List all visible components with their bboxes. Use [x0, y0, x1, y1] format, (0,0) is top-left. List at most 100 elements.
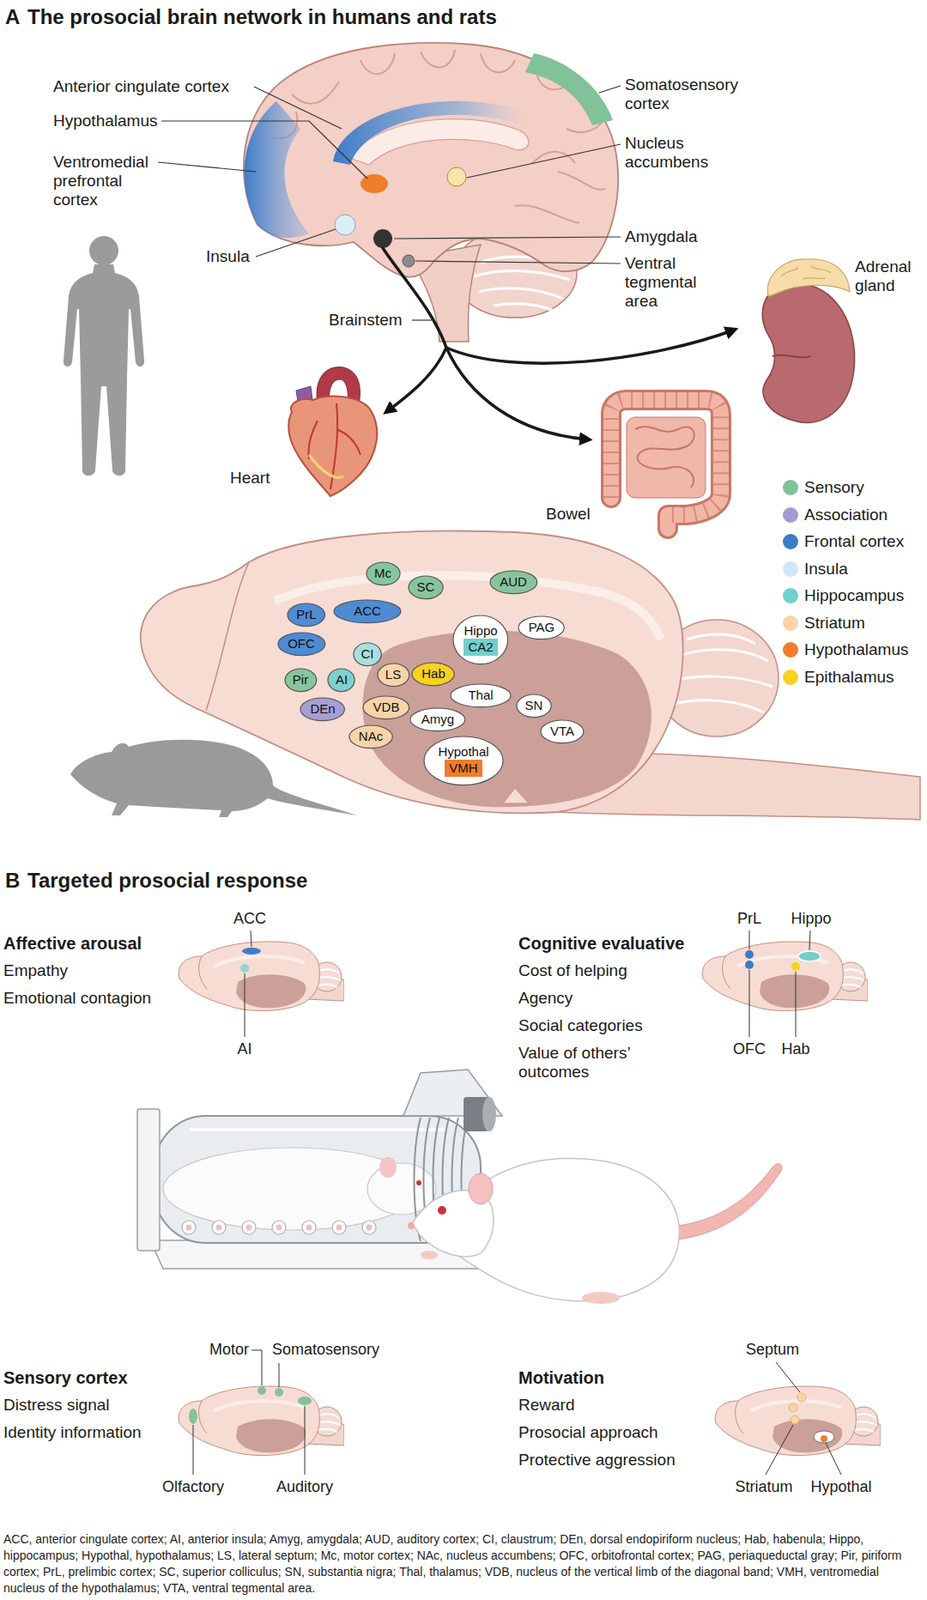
legend-row: Sensory: [782, 478, 865, 497]
region-abbrev: Mc: [374, 565, 392, 581]
rat-brain: [274, 575, 661, 640]
restrainer-illustration: [366, 1224, 373, 1231]
region-outline: [327, 668, 355, 692]
bowel-drawing: [611, 399, 721, 529]
brain-region: DEn: [299, 696, 346, 722]
human-brain: [243, 42, 618, 342]
brain-region: VTA: [539, 719, 585, 745]
legend-text: Association: [804, 505, 888, 525]
restrainer-illustration: [181, 1220, 196, 1235]
mini-brain-sensory: [297, 1396, 312, 1406]
text-label: ACC: [233, 909, 267, 928]
region-outline: [366, 562, 400, 586]
restrainer-illustration: [216, 1224, 223, 1231]
region-outline: [540, 720, 584, 744]
region-outline: [353, 642, 382, 667]
region-outline: [518, 616, 564, 640]
text-label: Olfactory: [162, 1478, 225, 1497]
region-outline: [490, 570, 538, 594]
mini-brain-cognitive: [749, 930, 811, 1037]
mini-brain-motivation: [714, 1386, 881, 1456]
bowel-drawing: [635, 426, 695, 488]
brain-region: PAG: [517, 615, 565, 641]
leader-line: [415, 260, 621, 264]
brain-region: Mc: [365, 561, 401, 587]
mini-brain-cognitive: [791, 962, 800, 971]
region-outline: [333, 599, 401, 624]
restrainer-illustration: [437, 1205, 447, 1215]
brain-region: CI: [352, 642, 382, 667]
kidney-adrenal-drawing: [781, 266, 831, 279]
legend-row: Striatum: [782, 613, 866, 633]
mini-brain-cognitive: [798, 951, 821, 962]
region-abbrev: VTA: [550, 723, 575, 739]
heart-drawing: [288, 367, 377, 497]
restrainer-illustration: [482, 1096, 497, 1132]
text-label: Somatosensory cortex: [624, 75, 754, 114]
legend-text: Epithalamus: [804, 667, 895, 687]
region-outline: [284, 668, 317, 692]
brain-region: Amyg: [409, 707, 467, 733]
region-abbrev: LS: [385, 666, 401, 682]
brain-region: Pir: [284, 667, 318, 693]
mini-brain-motivation: [765, 1362, 842, 1475]
region-outline: [450, 684, 511, 708]
legend-swatch: [782, 669, 799, 685]
heart-drawing: [309, 454, 344, 478]
text-label: Nucleus accumbens: [624, 133, 728, 172]
leader-line: [254, 86, 342, 129]
human-silhouette: [89, 236, 119, 266]
human-brain: [402, 254, 415, 267]
mini-brain-cognitive: [745, 950, 754, 959]
human-brain: [243, 42, 618, 278]
text-label: OFC: [733, 1040, 766, 1059]
region-outline: [377, 663, 410, 687]
brain-region: SC: [407, 575, 444, 600]
leader-line: [255, 229, 336, 257]
restrainer-illustration: [186, 1224, 193, 1231]
text-label: Somatosensory: [272, 1340, 380, 1359]
mini-brain-motivation: [820, 1435, 828, 1442]
kidney-adrenal-drawing: [767, 259, 850, 297]
brain-region: SN: [515, 693, 552, 719]
section-heading: A: [5, 5, 20, 30]
restrainer-illustration: [276, 1224, 283, 1231]
region-abbrev: DEn: [309, 701, 335, 716]
mini-brain-cognitive: [702, 930, 868, 1037]
legend-swatch: [782, 479, 799, 496]
legend-row: Insula: [782, 559, 849, 579]
restrainer-illustration: [302, 1220, 316, 1235]
restrainer-illustration: [186, 1224, 373, 1231]
restrainer-illustration: [416, 1180, 422, 1186]
legend-text: Sensory: [804, 478, 865, 497]
legend-swatch: [782, 561, 799, 577]
brain-region: ACC: [333, 599, 402, 625]
subregion-box: VMH: [444, 759, 482, 776]
text-label: Agency: [518, 988, 573, 1008]
region-abbrev: VMH: [448, 760, 478, 776]
text-label: Insula: [206, 247, 250, 267]
brain-region: NAc: [348, 724, 394, 750]
bowel-drawing: [611, 399, 721, 529]
bowel-drawing: [626, 417, 706, 498]
leader-line: [157, 162, 256, 172]
text-label: Empathy: [3, 961, 68, 981]
section-heading: The prosocial brain network in humans an…: [27, 5, 497, 30]
restrainer-illustration: [212, 1220, 226, 1235]
mini-brain-sensory: [188, 1408, 198, 1424]
region-abbrev: CI: [361, 646, 375, 661]
legend-row: Epithalamus: [782, 667, 895, 687]
text-label: Social categories: [518, 1016, 643, 1036]
text-label: Emotional contagion: [3, 988, 152, 1008]
human-brain: [360, 174, 388, 194]
text-label: Anterior cingulate cortex: [53, 77, 230, 97]
restrainer-illustration: [306, 1224, 313, 1231]
mini-brain-motivation: [790, 1415, 800, 1424]
text-label: Motor: [209, 1340, 249, 1359]
text-label: AI: [236, 1040, 252, 1059]
restrainer-illustration: [336, 1224, 343, 1231]
brain-region: OFC: [277, 631, 327, 657]
mini-brain-sensory: [193, 1350, 305, 1475]
